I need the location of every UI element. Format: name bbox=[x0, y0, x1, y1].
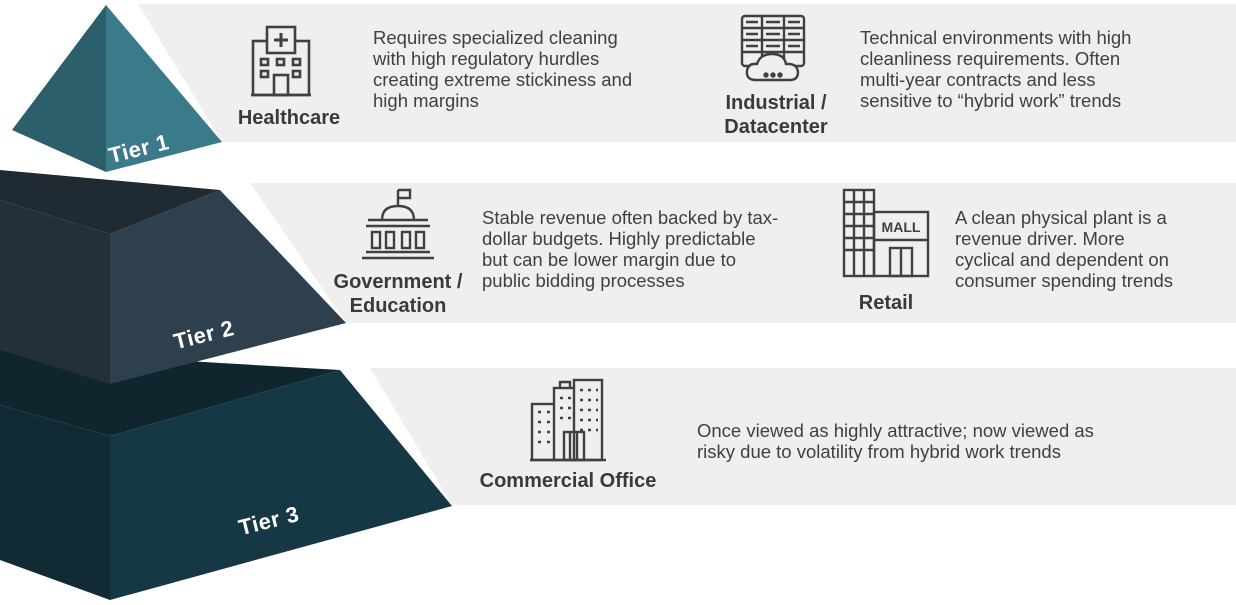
commercial-label: Commercial Office bbox=[479, 470, 657, 492]
government-description: Stable revenue often backed by tax- doll… bbox=[482, 207, 779, 291]
tier1-front-face bbox=[106, 5, 222, 172]
tier2-top-face bbox=[0, 170, 220, 234]
healthcare-label: Healthcare bbox=[237, 107, 341, 129]
tier1-band bbox=[138, 4, 1236, 142]
office-buildings-icon bbox=[530, 376, 606, 462]
tier3-front-face bbox=[110, 370, 452, 600]
mall-icon: MALL bbox=[840, 186, 932, 282]
retail-description: A clean physical plant is a revenue driv… bbox=[955, 207, 1174, 291]
government-building-icon bbox=[360, 186, 436, 260]
government-label: Government / Education bbox=[333, 271, 463, 317]
tier2-front-face bbox=[110, 190, 346, 384]
retail-label: Retail bbox=[858, 292, 914, 314]
mall-icon-text: MALL bbox=[882, 219, 921, 235]
industrial-description: Technical environments with high cleanli… bbox=[860, 27, 1132, 111]
industrial-label: Industrial / Datacenter bbox=[724, 92, 828, 138]
tier2-band bbox=[250, 183, 1236, 323]
hospital-icon bbox=[249, 25, 313, 97]
healthcare-description: Requires specialized cleaning with high … bbox=[373, 27, 633, 111]
tier3-side-face bbox=[0, 405, 110, 600]
tier1-side-face bbox=[12, 5, 106, 172]
commercial-description: Once viewed as highly attractive; now vi… bbox=[697, 420, 1094, 462]
server-cloud-icon bbox=[740, 14, 806, 86]
tier2-side-face bbox=[0, 200, 110, 384]
